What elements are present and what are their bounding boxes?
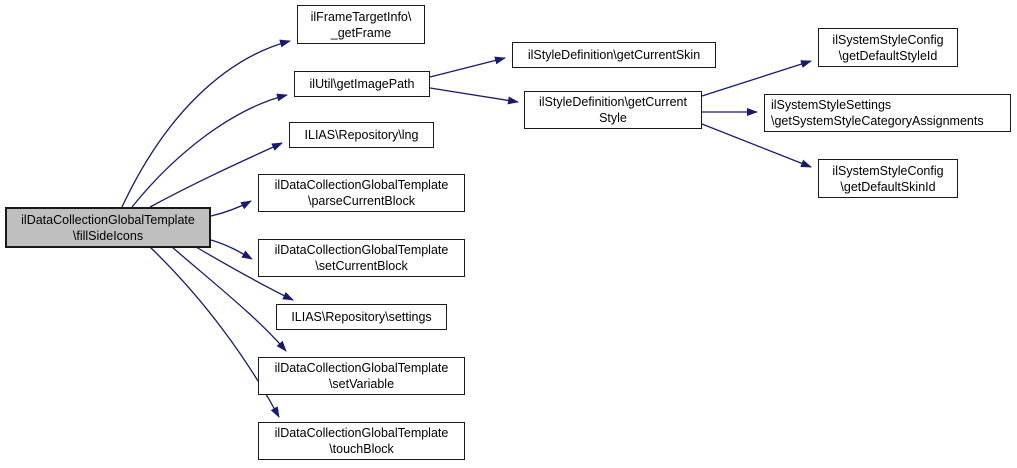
- node-settings[interactable]: ILIAS\Repository\settings: [276, 304, 447, 330]
- edge-group: [121, 39, 812, 418]
- node-parseCurrentBlock[interactable]: ilDataCollectionGlobalTemplate \parseCurr…: [258, 174, 465, 212]
- node-label-line: \touchBlock: [329, 442, 394, 456]
- edge-fillSideIcons-to-getImagePath: [131, 93, 288, 208]
- node-getDefaultStyleId[interactable]: ilSystemStyleConfig\getDefaultStyleId: [818, 28, 958, 67]
- node-label-line: ilStyleDefinition\getCurrentSkin: [527, 48, 701, 62]
- node-label-line: ilDataCollectionGlobalTemplate: [274, 178, 449, 192]
- node-label-line: ilSystemStyleConfig: [832, 163, 944, 178]
- node-label-line: ilSystemStyleSettings: [771, 98, 892, 112]
- node-getSystemStyleCategoryAssignments[interactable]: ilSystemStyleSettings \getSystemStyleCate…: [764, 94, 1011, 132]
- node-label-line: \getDefaultStyleId: [838, 48, 938, 63]
- node-lng[interactable]: ILIAS\Repository\lng: [289, 122, 434, 148]
- edge-fillSideIcons-to-settings: [195, 246, 294, 301]
- node-setVariable[interactable]: ilDataCollectionGlobalTemplate \setVariab…: [258, 357, 465, 395]
- node-getCurrentSkin[interactable]: ilStyleDefinition\getCurrentSkin: [512, 42, 716, 68]
- edge-fillSideIcons-to-setCurrentBlock: [210, 239, 253, 260]
- node-setCurrentBlock[interactable]: ilDataCollectionGlobalTemplate \setCurren…: [258, 239, 465, 277]
- node-getImagePath[interactable]: ilUtil\getImagePath: [294, 71, 430, 97]
- node-label-line: \getDefaultSkinId: [840, 179, 936, 194]
- node-label-line: ilDataCollectionGlobalTemplate: [274, 361, 449, 375]
- node-label-line: ilUtil\getImagePath: [309, 77, 415, 91]
- node-label-line: ilStyleDefinition\getCurrent: [539, 95, 687, 109]
- node-label-line: ilDataCollectionGlobalTemplate: [21, 212, 195, 227]
- node-label-line: ilDataCollectionGlobalTemplate: [274, 426, 449, 440]
- node-label-line: \setCurrentBlock: [315, 259, 408, 273]
- node-label-line: \fillSideIcons: [72, 228, 144, 243]
- node-label-line: ilSystemStyleConfig: [832, 32, 944, 47]
- node-label-line: ILIAS\Repository\settings: [291, 310, 432, 324]
- node-fillSideIcons: ilDataCollectionGlobalTemplate\fillSideI…: [5, 207, 211, 248]
- node-label-line: ilDataCollectionGlobalTemplate: [274, 243, 449, 257]
- edge-getCurrentStyle-to-getDefaultSkinId: [701, 123, 812, 168]
- node-label-line: ilFrameTargetInfo\: [310, 9, 412, 24]
- edge-fillSideIcons-to-setVariable: [171, 246, 287, 352]
- node-label-line: _getFrame: [330, 25, 392, 40]
- edge-getCurrentStyle-to-getDefaultStyleId: [701, 60, 812, 97]
- edge-fillSideIcons-to-getFrame: [121, 39, 291, 208]
- node-label-line: ILIAS\Repository\lng: [304, 128, 419, 142]
- node-label-line: \setVariable: [328, 377, 395, 391]
- node-getDefaultSkinId[interactable]: ilSystemStyleConfig\getDefaultSkinId: [818, 159, 958, 198]
- node-getFrame[interactable]: ilFrameTargetInfo\_getFrame: [297, 5, 425, 44]
- edge-fillSideIcons-to-parseCurrentBlock: [210, 200, 252, 217]
- node-label-line: \getSystemStyleCategoryAssignments: [771, 114, 984, 128]
- edge-getImagePath-to-getCurrentStyle: [429, 87, 519, 105]
- node-touchBlock[interactable]: ilDataCollectionGlobalTemplate \touchBloc…: [258, 422, 465, 460]
- edge-getImagePath-to-getCurrentSkin: [429, 56, 506, 78]
- edge-fillSideIcons-to-touchBlock: [149, 246, 280, 418]
- edge-fillSideIcons-to-lng: [149, 142, 283, 208]
- node-label-line: Style: [599, 111, 627, 125]
- node-label-line: \parseCurrentBlock: [308, 194, 415, 208]
